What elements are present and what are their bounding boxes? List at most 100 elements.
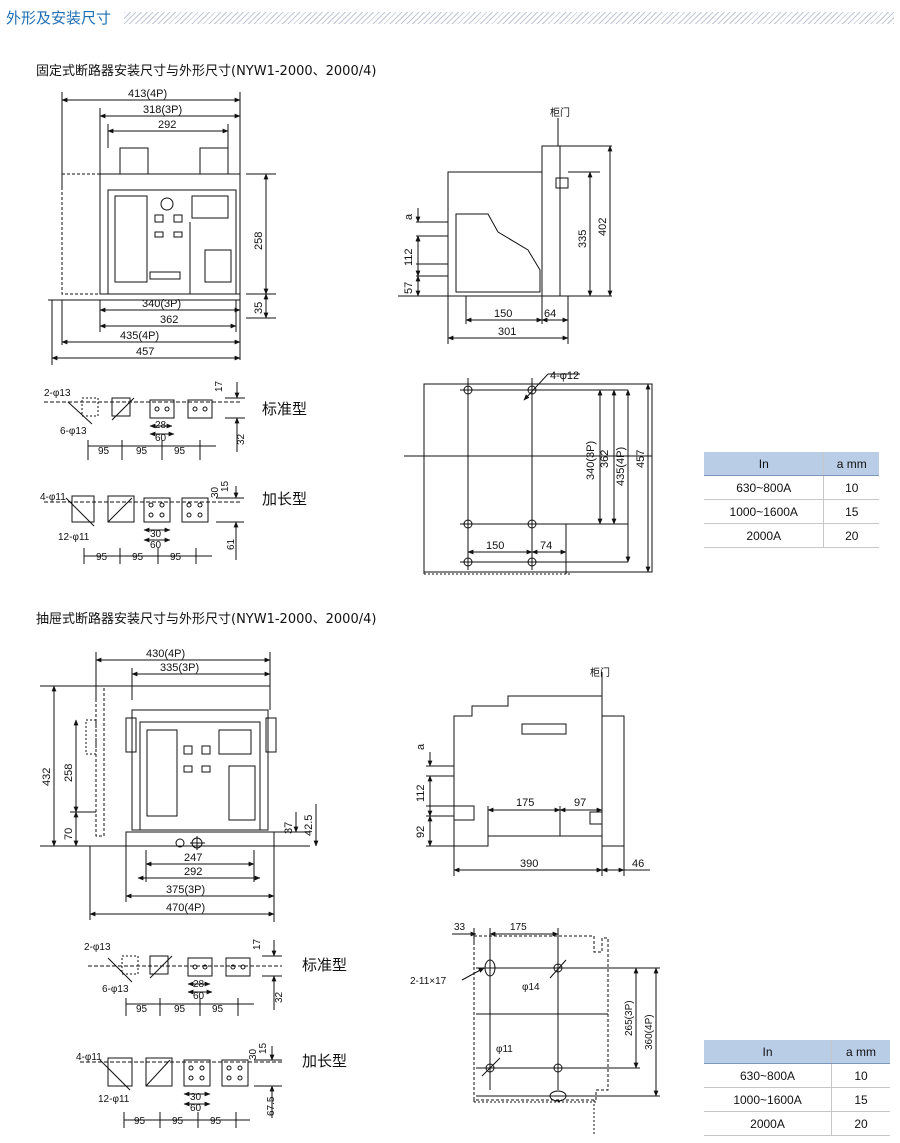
table-header-in: In	[704, 1040, 833, 1064]
section-title: 外形及安装尺寸	[6, 9, 112, 27]
table-cell: 1000~1600A	[704, 1087, 833, 1112]
d-dim-97: 97	[574, 797, 586, 809]
std-p1-2: 95	[136, 1004, 148, 1015]
d-dim-92: 92	[415, 826, 427, 838]
d-dim-247: 247	[184, 852, 202, 864]
mount2-slots: 2-11×17	[410, 976, 447, 987]
dim-301: 301	[498, 326, 516, 338]
drawout-busbar-extended	[80, 1046, 282, 1128]
ext-p1-1: 95	[96, 552, 108, 563]
table-row: 2000A 20	[704, 1111, 890, 1136]
std-28-2: 28	[193, 979, 205, 990]
table-cell: 20	[823, 523, 879, 548]
mount2-hole11: φ11	[496, 1044, 513, 1055]
dim-402: 402	[597, 218, 609, 236]
drawout-front-view	[40, 652, 319, 922]
table-cell: 15	[823, 499, 879, 524]
ext-p3-2: 95	[210, 1116, 222, 1127]
ext-30a-1: 30	[150, 529, 162, 540]
dim-112-1: 112	[403, 248, 415, 266]
ext-p3-1: 95	[170, 552, 182, 563]
fixed-breaker-caption: 固定式断路器安装尺寸与外形尺寸(NYW1-2000、2000/4)	[36, 64, 377, 79]
ext-p2-2: 95	[172, 1116, 184, 1127]
table-cell: 20	[831, 1111, 890, 1136]
ext-30b-2: 30	[248, 1048, 259, 1060]
ext-p2-1: 95	[132, 552, 144, 563]
d-dim-37: 37	[283, 822, 295, 834]
dim-64: 64	[544, 308, 556, 320]
std-holes-b-2: 6-φ13	[102, 984, 129, 995]
mount-340: 340(3P)	[585, 441, 597, 480]
table-header-amm: a mm	[823, 452, 879, 476]
rating-table-2: In a mm 630~800A 10 1000~1600A 15 2000A …	[704, 1040, 890, 1136]
ext-60-1: 60	[150, 540, 162, 551]
table-cell: 630~800A	[704, 1063, 833, 1088]
ext-type-label-2: 加长型	[302, 1053, 347, 1070]
ext-holes-a-2: 4-φ11	[76, 1052, 102, 1063]
ext-holes-b-1: 12-φ11	[58, 532, 90, 543]
std-type-label-1: 标准型	[262, 401, 307, 418]
ext-15-1: 15	[220, 480, 231, 492]
ext-61-1: 61	[226, 538, 237, 550]
std-p1-1: 95	[98, 446, 110, 457]
table-row: 1000~1600A 15	[704, 499, 879, 524]
std-p2-1: 95	[136, 446, 148, 457]
fixed-side-view	[398, 118, 613, 344]
cabinet-door-label-1: 柜门	[550, 106, 570, 119]
table-cell: 10	[831, 1063, 890, 1088]
dim-362: 362	[160, 314, 178, 326]
fixed-mounting-plan	[404, 373, 653, 576]
table-cell: 2000A	[704, 1111, 833, 1136]
ext-15-2: 15	[258, 1042, 269, 1054]
d-dim-175-side: 175	[516, 797, 534, 809]
ext-30b-1: 30	[210, 486, 221, 498]
fixed-front-view	[48, 92, 276, 365]
std-type-label-2: 标准型	[302, 957, 347, 974]
std-32-2: 32	[274, 991, 285, 1003]
table-row: 630~800A 10	[704, 1063, 890, 1088]
table-header-amm: a mm	[831, 1040, 890, 1064]
ext-67-2: 67.5	[266, 1096, 277, 1116]
table-cell: 10	[823, 475, 879, 500]
mount2-hole14: φ14	[522, 982, 540, 993]
table-cell: 2000A	[704, 523, 825, 548]
fixed-busbar-standard	[44, 382, 245, 460]
dim-57: 57	[403, 282, 415, 294]
mount-435: 435(4P)	[615, 447, 627, 486]
d-dim-46: 46	[632, 858, 644, 870]
d-dim-a: a	[415, 743, 427, 750]
fixed-busbar-extended	[44, 486, 244, 564]
dim-340: 340(3P)	[142, 298, 181, 310]
dim-292: 292	[158, 119, 176, 131]
mount2-33: 33	[454, 922, 466, 933]
d-dim-432: 432	[41, 768, 53, 786]
std-holes-a-1: 2-φ13	[44, 388, 71, 399]
table-cell: 15	[831, 1087, 890, 1112]
d-dim-375: 375(3P)	[166, 884, 205, 896]
ext-type-label-1: 加长型	[262, 491, 307, 508]
drawout-busbar-standard	[88, 940, 282, 1016]
mount-457: 457	[635, 450, 647, 468]
table-row: 2000A 20	[704, 523, 879, 548]
dim-457: 457	[136, 346, 154, 358]
dim-35: 35	[253, 302, 265, 314]
drawout-side-view	[426, 672, 650, 876]
dim-150-side: 150	[494, 308, 512, 320]
dim-413: 413(4P)	[128, 88, 167, 100]
std-60-2: 60	[193, 991, 205, 1002]
d-dim-42: 42.5	[303, 815, 315, 836]
dim-435: 435(4P)	[120, 330, 159, 342]
d-dim-112: 112	[415, 784, 427, 802]
section-header: 外形及安装尺寸	[6, 4, 894, 30]
std-28-1: 28	[155, 420, 167, 431]
std-17-1: 17	[214, 380, 225, 392]
drawout-breaker-caption: 抽屉式断路器安装尺寸与外形尺寸(NYW1-2000、2000/4)	[36, 612, 377, 627]
ext-holes-b-2: 12-φ11	[98, 1094, 130, 1105]
cabinet-door-label-2: 柜门	[590, 666, 610, 679]
d-dim-335: 335(3P)	[160, 662, 199, 674]
table-cell: 630~800A	[704, 475, 825, 500]
table-row: 630~800A 10	[704, 475, 879, 500]
std-p3-2: 95	[212, 1004, 224, 1015]
mount-150: 150	[486, 540, 504, 552]
